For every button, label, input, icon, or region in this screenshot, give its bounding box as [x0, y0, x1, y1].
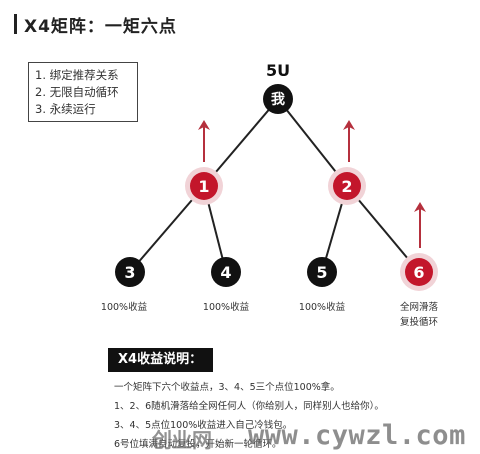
caption-4: 100%收益 — [203, 301, 250, 313]
node-4: 4 — [211, 257, 241, 287]
node-2-label: 2 — [341, 177, 352, 196]
explain-line: 3、4、5点位100%收益进入自己冷钱包。 — [114, 420, 293, 431]
explain-line: 一个矩阵下六个收益点，3、4、5三个点位100%拿。 — [114, 382, 340, 393]
rule-item: 3. 永续运行 — [35, 102, 96, 116]
explain-line: 1、2、6随机滑落给全网任何人（你给别人，同样别人也给你）。 — [114, 401, 384, 412]
page-title: X4矩阵：一矩六点 — [24, 17, 177, 37]
node-1-label: 1 — [198, 177, 209, 196]
site-watermark-url: www.cywzl.com — [248, 420, 466, 451]
node-4-label: 4 — [220, 263, 231, 282]
arrow-up-icon-6 — [414, 202, 426, 248]
node-3: 3 — [115, 257, 145, 287]
caption-5: 100%收益 — [299, 301, 346, 313]
caption-6-line2: 复投循环 — [400, 316, 438, 328]
rule-item: 2. 无限自动循环 — [35, 85, 119, 99]
top-label: 5U — [266, 61, 290, 80]
arrow-up-icon-1 — [198, 120, 210, 162]
caption-3: 100%收益 — [101, 301, 148, 313]
explain-line: 6号位填满自动复投，开始新一轮循环。 — [114, 439, 282, 450]
rule-item: 1. 绑定推荐关系 — [35, 68, 119, 82]
caption-6-line1: 全网滑落 — [400, 301, 439, 313]
rules-box: 1. 绑定推荐关系 2. 无限自动循环 3. 永续运行 — [28, 62, 138, 122]
node-5: 5 — [307, 257, 337, 287]
node-5-label: 5 — [316, 263, 327, 282]
site-watermark-cn: 创业网 — [152, 428, 212, 452]
edge-root-1 — [203, 98, 279, 187]
explain-heading: X4收益说明： — [108, 348, 213, 372]
node-root: 我 — [263, 84, 293, 114]
node-1: 1 — [185, 167, 223, 205]
arrow-up-icon-2 — [343, 120, 355, 162]
title-bar — [14, 14, 17, 34]
node-2: 2 — [328, 167, 366, 205]
explain-lines: 一个矩阵下六个收益点，3、4、5三个点位100%拿。 1、2、6随机滑落给全网任… — [114, 378, 384, 454]
node-root-label: 我 — [271, 92, 285, 108]
node-6-label: 6 — [413, 263, 424, 282]
node-6: 6 — [400, 253, 438, 291]
node-3-label: 3 — [124, 263, 135, 282]
